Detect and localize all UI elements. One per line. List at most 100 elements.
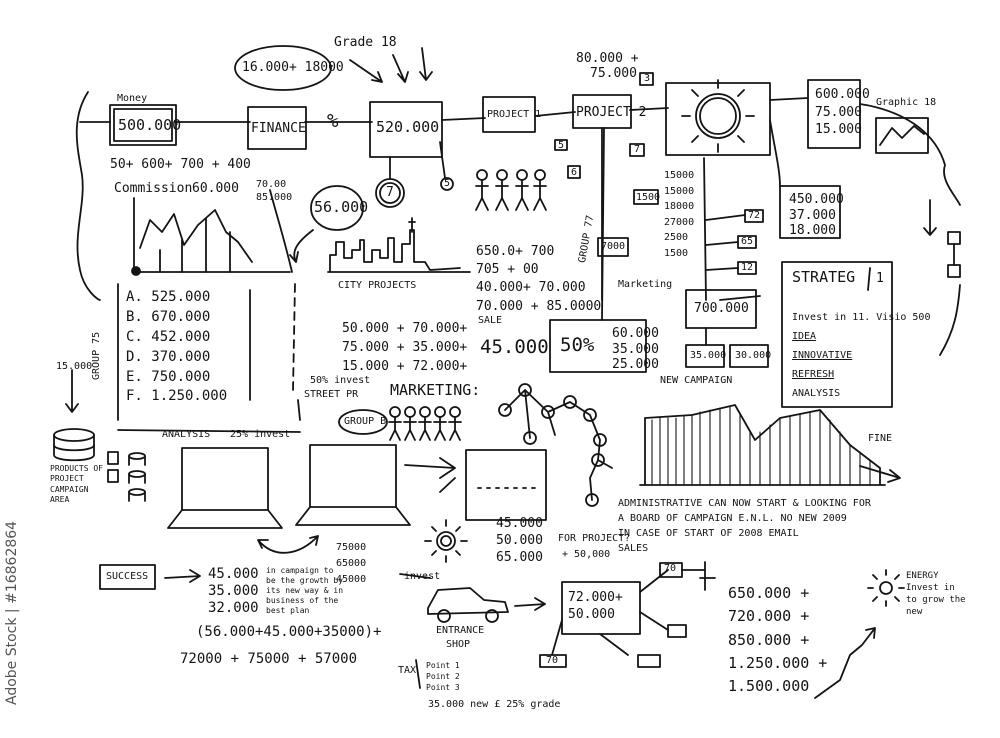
finance-box (247, 106, 307, 150)
right-value-box (779, 185, 841, 239)
city-bubble (310, 185, 364, 231)
group75-label: GROUP 75 (91, 331, 102, 380)
notes-right: ADMINISTRATIVE CAN NOW START & LOOKING F… (618, 498, 871, 554)
for-project2: + 50,000 (562, 549, 611, 560)
badge-3: 3 (644, 73, 651, 84)
total-value: 520.000 (376, 118, 440, 136)
laptop-2 (295, 444, 411, 526)
tax-note: 35.000 new £ 25% grade (428, 699, 561, 710)
bottom-right-stack: 650.000 +720.000 +850.000 +1.250.000 +1.… (728, 584, 828, 695)
value-a: 35.000 (690, 350, 727, 361)
budget-box (109, 104, 177, 146)
graphic-label: Graphic 18 (876, 97, 937, 108)
strategy-num: 1 (876, 271, 884, 286)
box-70b: 70 (546, 655, 559, 666)
bottom-box-values: 72.000+50.000 (568, 590, 623, 622)
center-percent: 50% (560, 334, 595, 356)
marketing-under: Marketing (618, 279, 673, 290)
campaign-note: NEW CAMPAIGN (660, 375, 733, 386)
tax-label: TAX (398, 665, 417, 676)
for-project: FOR PROJECT? (558, 533, 631, 544)
group-b-label: GROUP B (344, 416, 387, 427)
finance-label: FINANCE (251, 121, 306, 136)
laptop-1 (167, 447, 283, 529)
total-box (369, 101, 443, 158)
success-label: SUCCESS (106, 571, 149, 582)
budget-bubble-text: 16.000+ 18000 (242, 60, 344, 75)
success-mid-note: invest (404, 571, 441, 582)
flow-line (79, 97, 809, 123)
city-skyline (327, 229, 471, 273)
project2-top: 80.000 + (576, 51, 639, 66)
city-label: CITY PROJECTS (338, 280, 417, 291)
project2-label: PROJECT 2 (576, 105, 647, 120)
tag-65: 65 (741, 236, 754, 247)
mini-graph (875, 117, 929, 154)
bar-chart-sketch (639, 404, 901, 486)
badge-5: 5 (558, 140, 565, 151)
street-label: STREET PR (304, 389, 359, 400)
badge-6: 6 (571, 167, 578, 178)
main-value: 700.000 (694, 301, 749, 316)
commission-value: 60.000 (192, 181, 239, 196)
budget-bubble (234, 45, 332, 91)
car-label: ENTRANCE (436, 625, 485, 636)
fine-label: FINE (868, 433, 893, 444)
budget-value: 500.000 (118, 116, 182, 134)
strategy-title: STRATEG (792, 268, 856, 286)
center-box (549, 319, 647, 373)
box-7000: 7000 (601, 241, 626, 252)
project1-label: PROJECT 1 (487, 109, 542, 120)
sale-label: SALE (478, 315, 503, 326)
badge-5b: 5 (444, 178, 451, 189)
grade-label: Grade 18 (334, 35, 397, 50)
sums-block: 50.000 + 70.000+75.000 + 35.000+15.000 +… (342, 321, 468, 374)
group-b-bubble (338, 409, 388, 435)
watermark-id: Adobe Stock | #16862864 (4, 520, 20, 705)
box-70: 70 (664, 563, 677, 574)
network-graph (498, 383, 613, 507)
box-1500: 1500 (636, 192, 661, 203)
car-sketch (427, 587, 509, 623)
people-group-top (475, 169, 547, 211)
tag-12: 12 (741, 262, 754, 273)
commission-sum: 50+ 600+ 700 + 400 (110, 157, 251, 172)
value-b: 30.000 (735, 350, 772, 361)
commission-side-a: 70.00 (256, 179, 287, 190)
city-value: 56.000 (314, 198, 369, 216)
main-value-box (685, 289, 757, 329)
project1-box (482, 96, 536, 133)
commission-chart (133, 197, 291, 273)
right-values-box (807, 79, 861, 149)
success-eq1: (56.000+45.000+35000)+ (196, 624, 382, 640)
chart-frame (465, 449, 547, 521)
commission-label: Commission (114, 181, 193, 196)
city-total: 45.000 (480, 336, 549, 358)
percent-symbol: % (327, 110, 339, 132)
badge-7b: 7 (386, 185, 394, 200)
percent-invest: 50% invest (310, 375, 371, 386)
tag-72: 72 (748, 210, 761, 221)
badge-7a: 7 (634, 144, 641, 155)
commission-side-b: 85.000 (256, 192, 293, 203)
db-value: 15.000 (56, 361, 93, 372)
analysis-label: ANALYSIS (162, 429, 211, 440)
invest-label: 25% invest (230, 429, 291, 440)
project2-top2: 75.000 (590, 66, 637, 81)
car-sub: SHOP (446, 639, 471, 650)
success-box (99, 564, 156, 590)
